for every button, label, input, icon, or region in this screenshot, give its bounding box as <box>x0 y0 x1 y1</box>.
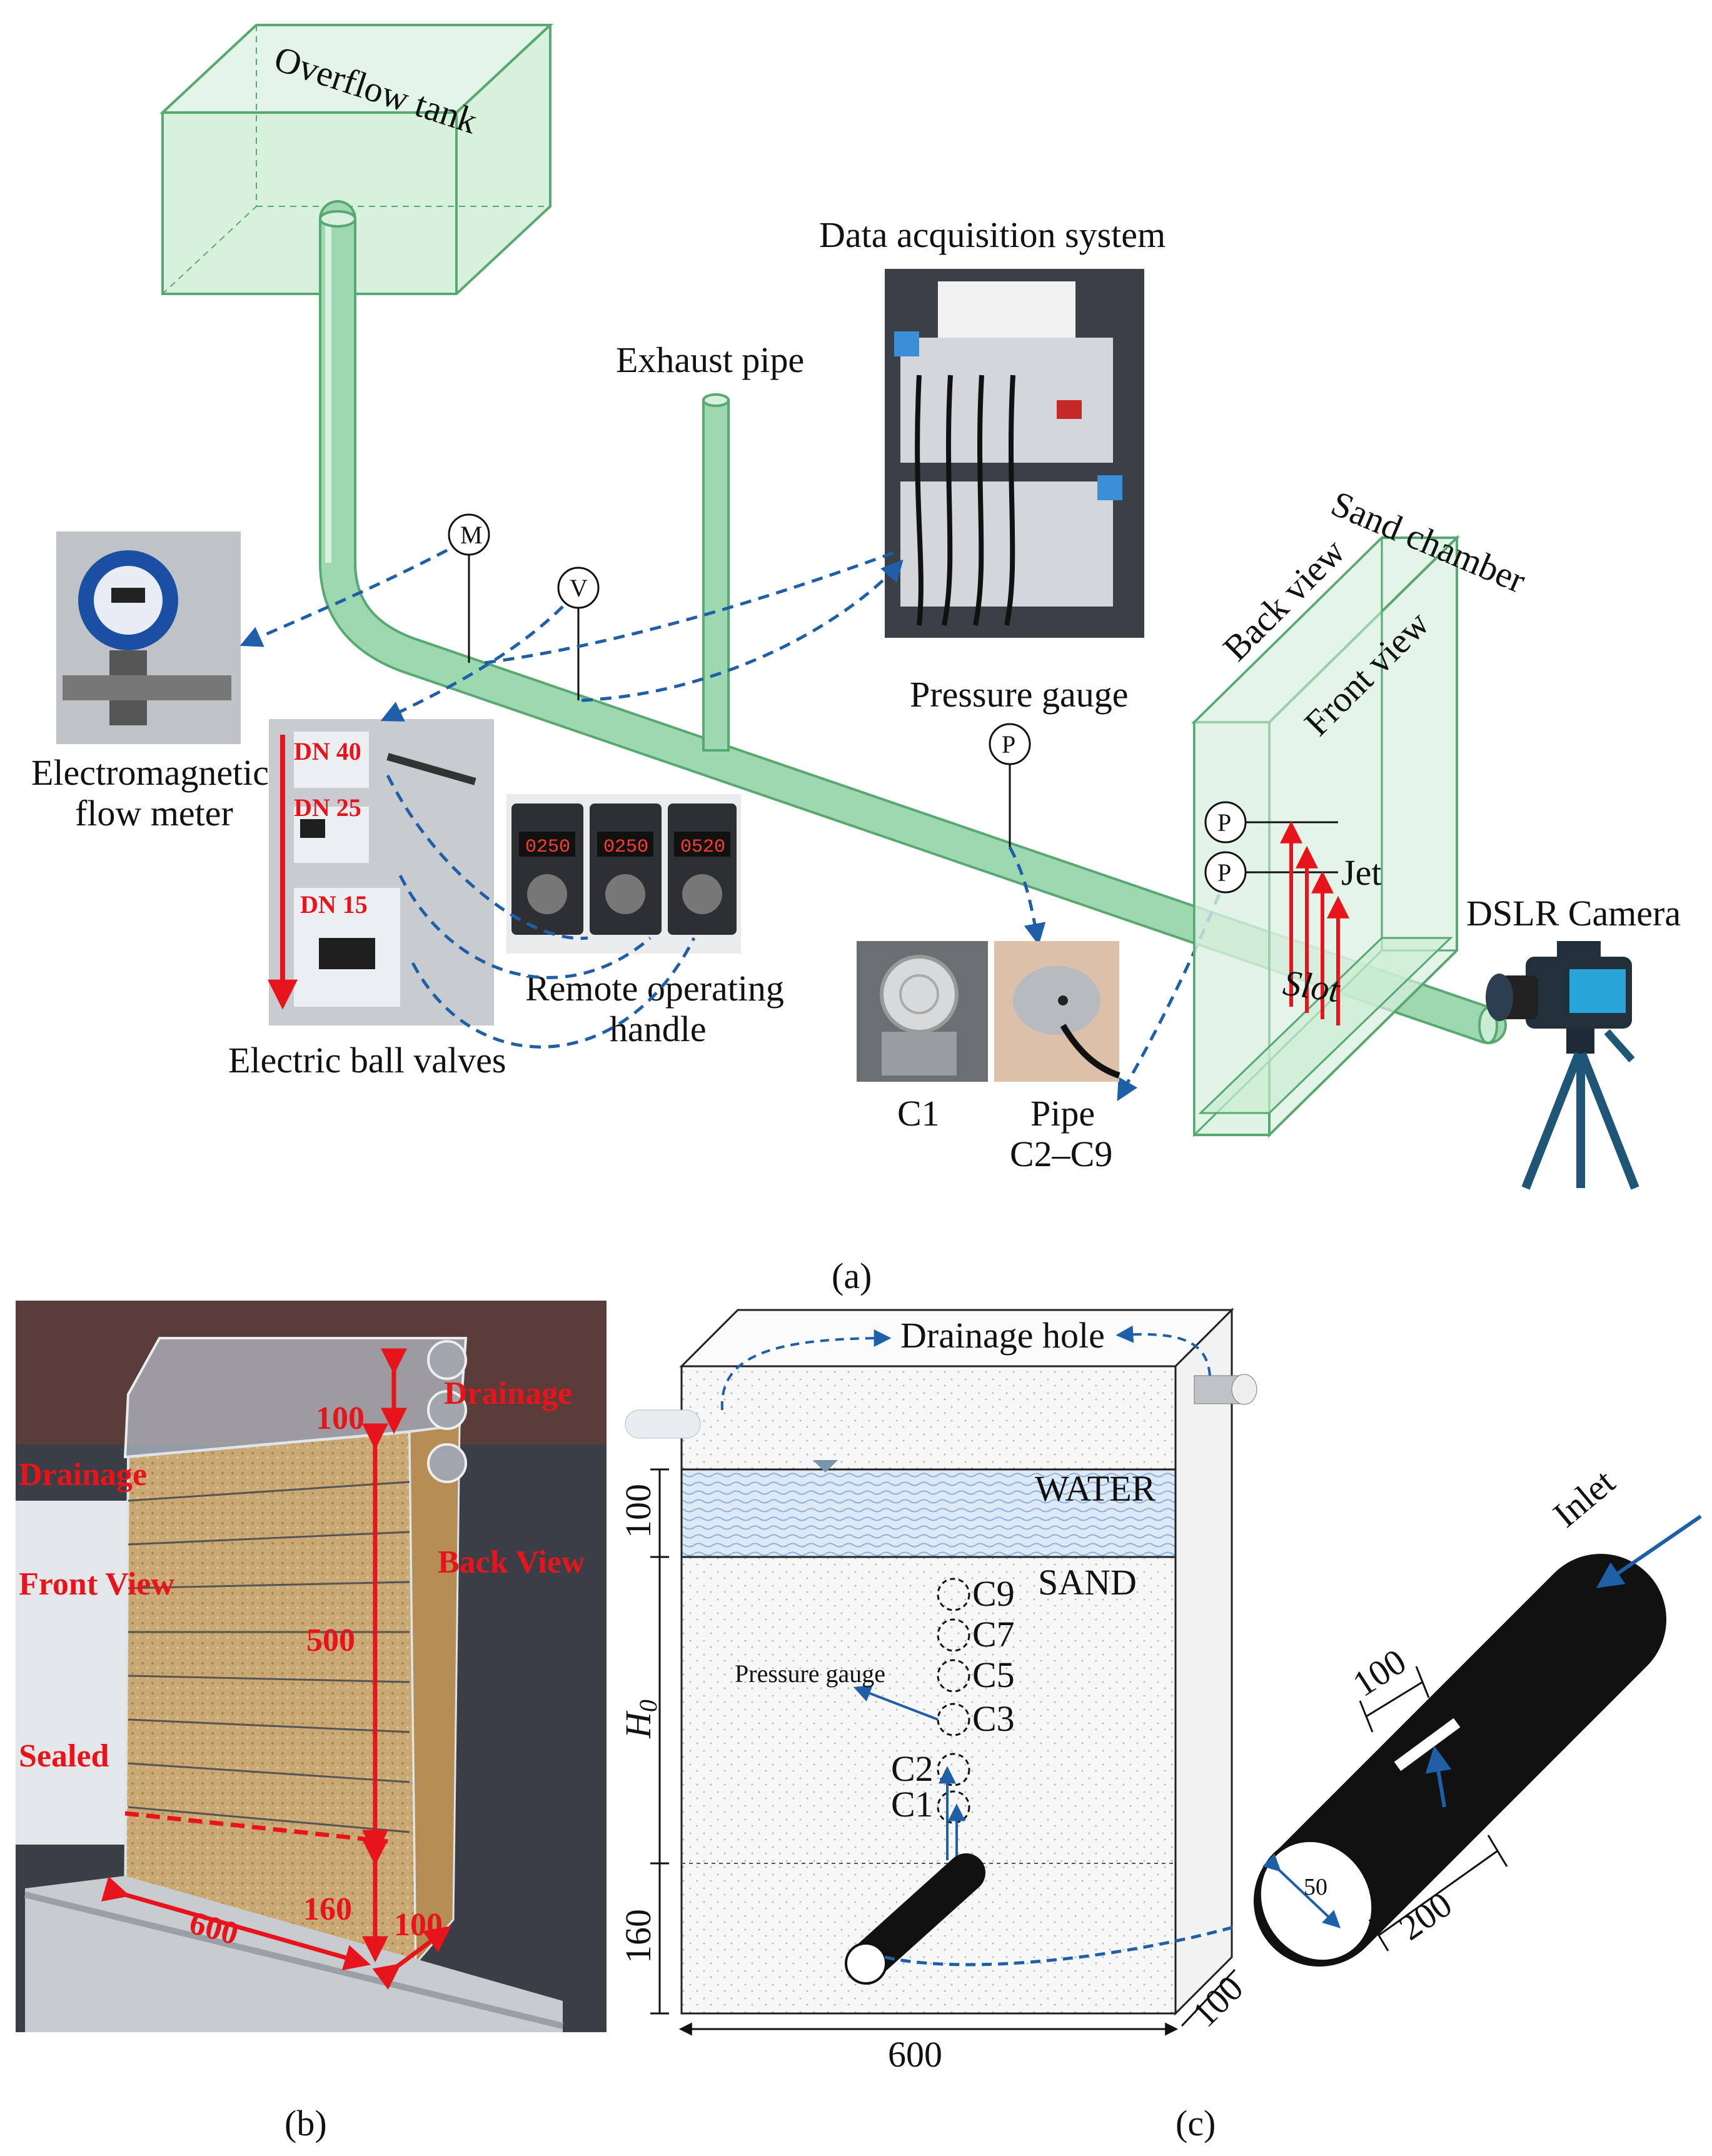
ball-valves-label: Electric ball valves <box>228 1040 506 1081</box>
main-pipe <box>319 200 1507 1044</box>
c-c3: C3 <box>972 1698 1015 1739</box>
b-sealed: Sealed <box>19 1738 109 1774</box>
exhaust-pipe-label: Exhaust pipe <box>616 340 804 380</box>
remote-display-1: 0250 <box>525 837 570 858</box>
data-acquisition-photo <box>885 269 1144 638</box>
symbol-m-label: M <box>460 521 483 549</box>
b-dim-100-top: 100 <box>316 1401 365 1436</box>
c-dim-160: 160 <box>618 1909 658 1963</box>
c-sand: SAND <box>1038 1562 1137 1603</box>
symbol-p-label: P <box>1002 730 1015 758</box>
chamber-pressure-symbols <box>1204 801 1338 894</box>
c-inner-pipe <box>845 1853 985 1985</box>
b-dim-500: 500 <box>306 1623 355 1658</box>
c1-label-a: C1 <box>897 1093 940 1134</box>
remote-display-3: 0520 <box>680 837 725 858</box>
leader-lines <box>239 548 1221 1102</box>
panel-a: Overflow tank Exhaust pipe <box>31 24 1681 1296</box>
flow-meter-label-2: flow meter <box>75 793 233 834</box>
pressure-gauge-label-a: Pressure gauge <box>910 674 1129 715</box>
sensor-circles <box>937 1578 970 1824</box>
c-pressure-gauge: Pressure gauge <box>735 1660 885 1688</box>
b-back-view: Back View <box>438 1544 585 1580</box>
jet-arrows <box>1280 820 1349 1025</box>
data-acquisition-label: Data acquisition system <box>819 214 1166 255</box>
dslr-camera-icon <box>1486 941 1639 1190</box>
c-inlet: Inlet <box>1546 1461 1623 1535</box>
c-c5: C5 <box>972 1655 1015 1695</box>
slot-label: Slot <box>1281 962 1343 1010</box>
pipe-label-2: C2–C9 <box>1010 1134 1112 1174</box>
flow-meter-label-1: Electromagnetic <box>31 752 269 793</box>
chamber-p1-label: P <box>1217 808 1231 837</box>
b-front-view: Front View <box>19 1566 174 1602</box>
remote-handle-label-2: handle <box>610 1009 707 1049</box>
ball-valves-photo <box>268 719 494 1025</box>
symbol-v-label: V <box>570 574 588 602</box>
c-c9: C9 <box>972 1573 1015 1614</box>
b-drainage-left: Drainage <box>19 1457 147 1493</box>
c-c1: C1 <box>891 1784 934 1825</box>
c-drainage-hole: Drainage hole <box>900 1315 1105 1356</box>
b-drainage-top: Drainage <box>444 1376 572 1411</box>
pipe-label-1: Pipe <box>1030 1093 1095 1134</box>
c-c7: C7 <box>972 1614 1015 1655</box>
sensor-pipe-photo <box>994 941 1120 1082</box>
panel-a-caption: (a) <box>832 1256 872 1296</box>
panel-b-caption: (b) <box>284 2103 327 2143</box>
b-dim-160: 160 <box>303 1892 352 1927</box>
valve-dn40-label: DN 40 <box>294 737 361 765</box>
c-c2: C2 <box>891 1748 934 1789</box>
flow-meter-photo <box>56 531 241 744</box>
sensor-c1-photo <box>857 941 988 1082</box>
meter-symbol-m <box>448 513 490 663</box>
remote-display-2: 0250 <box>603 837 648 858</box>
c-water: WATER <box>1035 1468 1156 1509</box>
c-dim-100-water: 100 <box>618 1484 658 1538</box>
exhaust-pipe <box>702 393 730 752</box>
remote-handle-photo <box>506 794 741 954</box>
b-dim-100-side: 100 <box>394 1907 443 1943</box>
dslr-camera-label: DSLR Camera <box>1466 893 1681 934</box>
pressure-symbol-p <box>989 723 1031 847</box>
panel-b: Drainage Drainage Front View Back View S… <box>16 1301 607 2143</box>
c-h0: H0 <box>618 1700 662 1739</box>
c-dim-50: 50 <box>1304 1874 1327 1900</box>
c-dim-600: 600 <box>888 2034 942 2075</box>
remote-handle-label-1: Remote operating <box>525 968 784 1009</box>
valve-dn25-label: DN 25 <box>294 793 361 822</box>
jet-label: Jet <box>1341 852 1381 893</box>
panel-c-caption: (c) <box>1176 2103 1216 2143</box>
valve-dn15-label: DN 15 <box>300 890 368 919</box>
valve-symbol-v <box>557 567 600 700</box>
overflow-tank <box>159 24 554 295</box>
panel-c: Drainage hole WATER SAND C9 C7 C5 C3 C2 … <box>618 1307 1702 2143</box>
chamber-p2-label: P <box>1217 859 1231 887</box>
